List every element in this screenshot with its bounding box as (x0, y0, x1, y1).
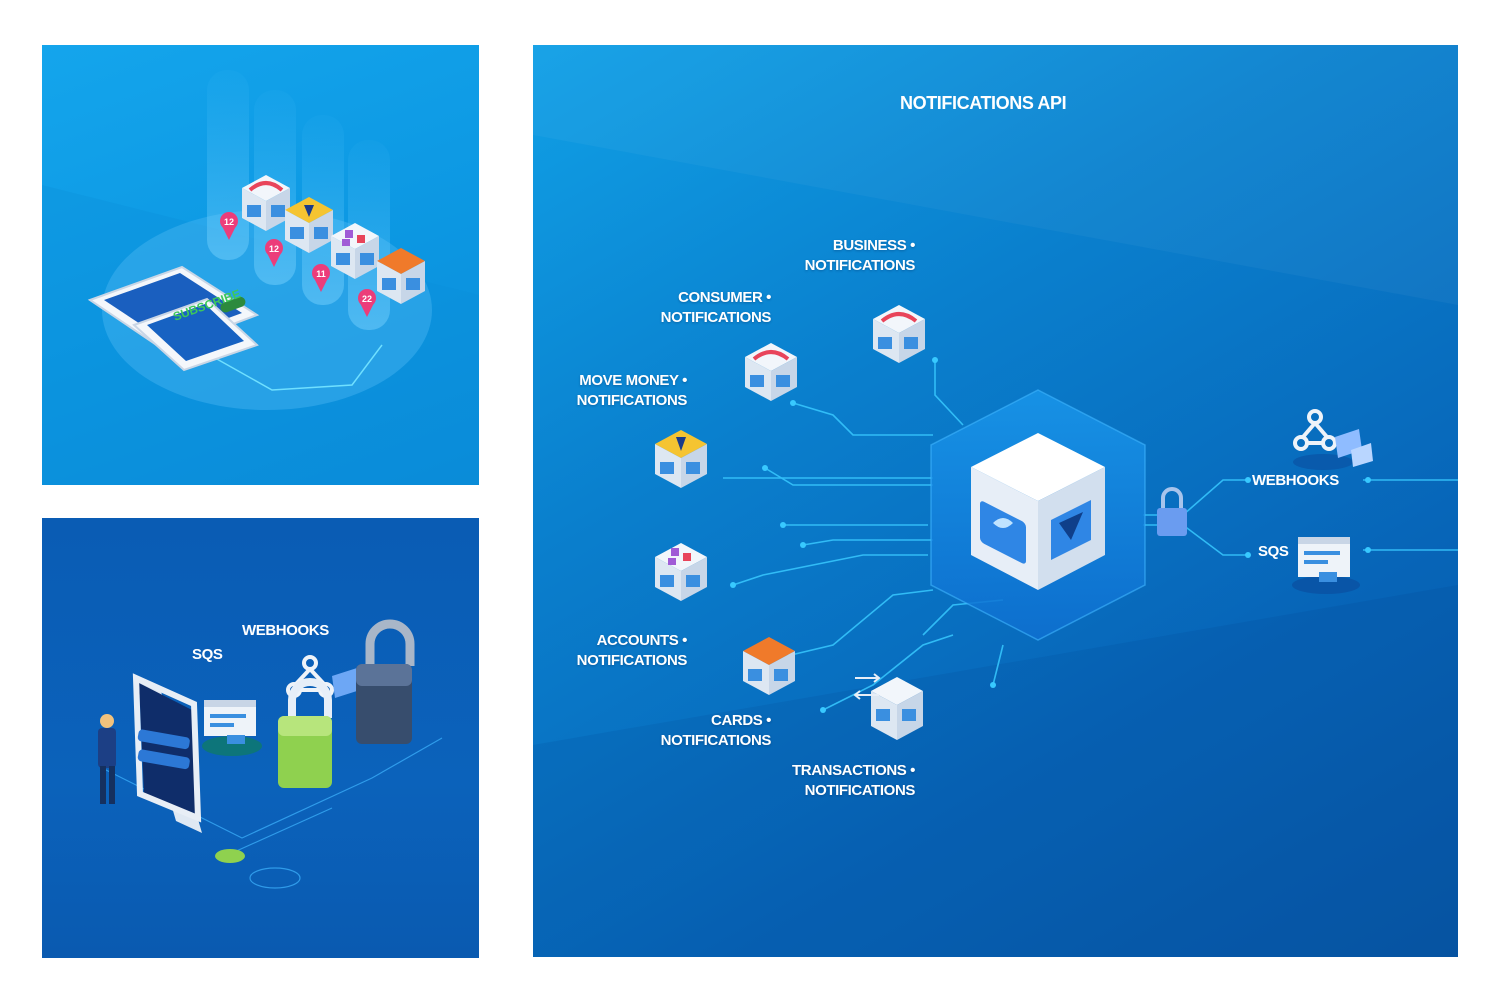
map-pin-icon (265, 239, 283, 267)
webhook-card (332, 668, 360, 698)
label-line: NOTIFICATIONS (576, 652, 688, 669)
cards-cube-icon (743, 637, 795, 695)
pin-badge: 12 (224, 217, 234, 227)
sqs-icon (1292, 537, 1360, 594)
connector-line (231, 807, 333, 854)
label-line: NOTIFICATIONS (660, 309, 772, 326)
pin-badge: 12 (269, 244, 279, 254)
pin-badge: 11 (316, 269, 326, 279)
map-pin-icon (312, 264, 330, 292)
security-illustration-panel: SQS WEBHOOKS (42, 518, 479, 958)
label-line: CARDS • (711, 712, 771, 729)
webhooks-icon (1293, 409, 1373, 470)
sqs-icon (202, 700, 262, 756)
sqs-output-label: SQS (1258, 543, 1289, 560)
lock-icon (278, 678, 332, 788)
move-money-cube-icon (285, 197, 333, 253)
label-line: NOTIFICATIONS (804, 257, 916, 274)
accounts-notifications-label: ACCOUNTS • NOTIFICATIONS (553, 631, 688, 671)
business-cube-icon (873, 305, 925, 363)
lock-icon (356, 619, 415, 744)
page-title: NOTIFICATIONS API (900, 93, 1067, 113)
label-line: BUSINESS • (832, 237, 916, 254)
map-pin-icon (220, 212, 238, 240)
green-button (215, 849, 245, 863)
business-cube-icon (242, 175, 290, 231)
pin-badge: 22 (362, 294, 372, 304)
cards-notifications-label: CARDS • NOTIFICATIONS (637, 711, 772, 751)
label-line: MOVE MONEY • (579, 372, 687, 389)
move-money-notifications-label: MOVE MONEY • NOTIFICATIONS (553, 371, 688, 411)
central-hexagon-outline (930, 389, 1146, 641)
map-pin-icon (358, 289, 376, 317)
consumer-cube-icon (745, 343, 797, 401)
move-money-cube-icon (655, 430, 707, 488)
label-line: NOTIFICATIONS (576, 392, 688, 409)
webhooks-label: WEBHOOKS (242, 622, 329, 639)
accounts-cube-icon (655, 543, 707, 601)
security-illustration (98, 619, 443, 889)
business-notifications-label: BUSINESS • NOTIFICATIONS (781, 236, 916, 276)
notifications-api-diagram (533, 45, 1458, 957)
phone-icon (132, 296, 259, 372)
cards-cube-icon (377, 248, 425, 304)
label-line: CONSUMER • (678, 289, 771, 306)
person-icon (98, 714, 116, 804)
subscribe-illustration: 12 12 11 22 (42, 70, 479, 485)
label-line: NOTIFICATIONS (660, 732, 772, 749)
label-line: NOTIFICATIONS (804, 782, 916, 799)
notifications-api-panel: NOTIFICATIONS API BUSINESS • NOTIFICATIO… (533, 45, 1458, 957)
label-line: ACCOUNTS • (596, 632, 688, 649)
sqs-label: SQS (192, 646, 223, 663)
transactions-notifications-label: TRANSACTIONS • NOTIFICATIONS (769, 761, 915, 801)
transactions-cube-icon (853, 673, 923, 740)
consumer-notifications-label: CONSUMER • NOTIFICATIONS (637, 288, 772, 328)
lock-icon (1157, 487, 1187, 536)
connector-line (191, 344, 383, 391)
circuit-nodes (730, 357, 1371, 713)
ring (249, 867, 301, 889)
accounts-cube-icon (331, 223, 379, 279)
webhooks-output-label: WEBHOOKS (1252, 472, 1339, 489)
label-line: TRANSACTIONS • (792, 762, 915, 779)
subscribe-illustration-panel: 12 12 11 22 (42, 45, 479, 485)
phone-icon (132, 673, 202, 833)
pillar (207, 70, 249, 260)
central-api-cube-icon (971, 433, 1105, 590)
